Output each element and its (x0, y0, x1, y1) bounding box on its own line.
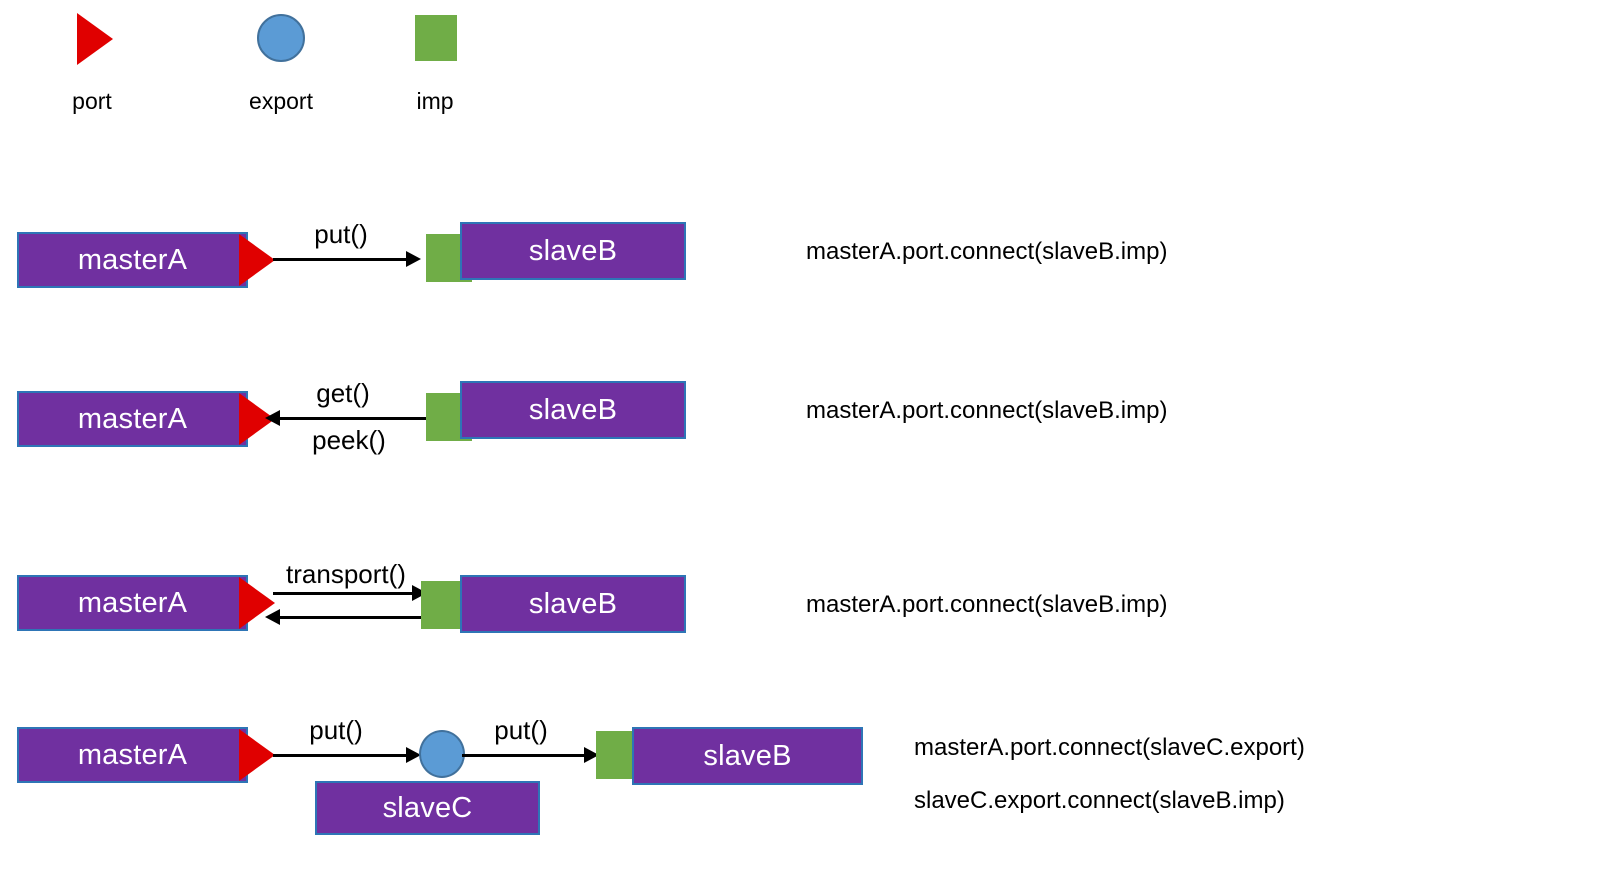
arrow-line-put (273, 258, 409, 261)
arrow-line-put-left (273, 754, 410, 757)
arrowhead-left-icon (265, 410, 280, 426)
block-slaveB-row4: slaveB (632, 727, 863, 785)
arrow-line-put-right (462, 754, 590, 757)
arrow-line-get (278, 417, 428, 420)
call-label-put-left: put() (309, 715, 363, 745)
arrow-line-transport-forward (273, 592, 416, 595)
call-label-transport: transport() (286, 559, 406, 589)
red-triangle-port-icon (77, 13, 113, 65)
arrowhead-right-icon (406, 747, 421, 763)
arrowhead-right-icon (584, 747, 599, 763)
green-square-imp-icon (415, 15, 457, 61)
arrowhead-right-icon (406, 251, 421, 267)
legend-label-port: port (72, 88, 112, 114)
block-masterA-row2: masterA (17, 391, 248, 447)
block-masterA-row4: masterA (17, 727, 248, 783)
code-annotation-row3: masterA.port.connect(slaveB.imp) (806, 591, 1168, 618)
code-annotation-row2: masterA.port.connect(slaveB.imp) (806, 397, 1168, 424)
call-label-put-right: put() (494, 715, 548, 745)
code-annotation-row4-line1: masterA.port.connect(slaveC.export) (914, 734, 1305, 761)
call-label-peek: peek() (312, 425, 386, 455)
block-slaveB-row1: slaveB (460, 222, 686, 280)
code-annotation-row1: masterA.port.connect(slaveB.imp) (806, 238, 1168, 265)
block-masterA-row3: masterA (17, 575, 248, 631)
arrowhead-left-icon (265, 609, 280, 625)
block-slaveC-row4: slaveC (315, 781, 540, 835)
block-masterA-row1: masterA (17, 232, 248, 288)
block-slaveB-row2: slaveB (460, 381, 686, 439)
red-triangle-port-icon (239, 729, 275, 781)
green-square-imp-icon (421, 581, 465, 629)
blue-circle-export-icon (257, 14, 305, 62)
code-annotation-row4-line2: slaveC.export.connect(slaveB.imp) (914, 787, 1285, 814)
block-slaveB-row3: slaveB (460, 575, 686, 633)
arrow-line-transport-return (278, 616, 421, 619)
call-label-get: get() (316, 378, 370, 408)
legend-label-imp: imp (416, 88, 454, 114)
legend-label-export: export (249, 88, 313, 114)
call-label-put: put() (314, 219, 368, 249)
red-triangle-port-icon (239, 234, 275, 286)
